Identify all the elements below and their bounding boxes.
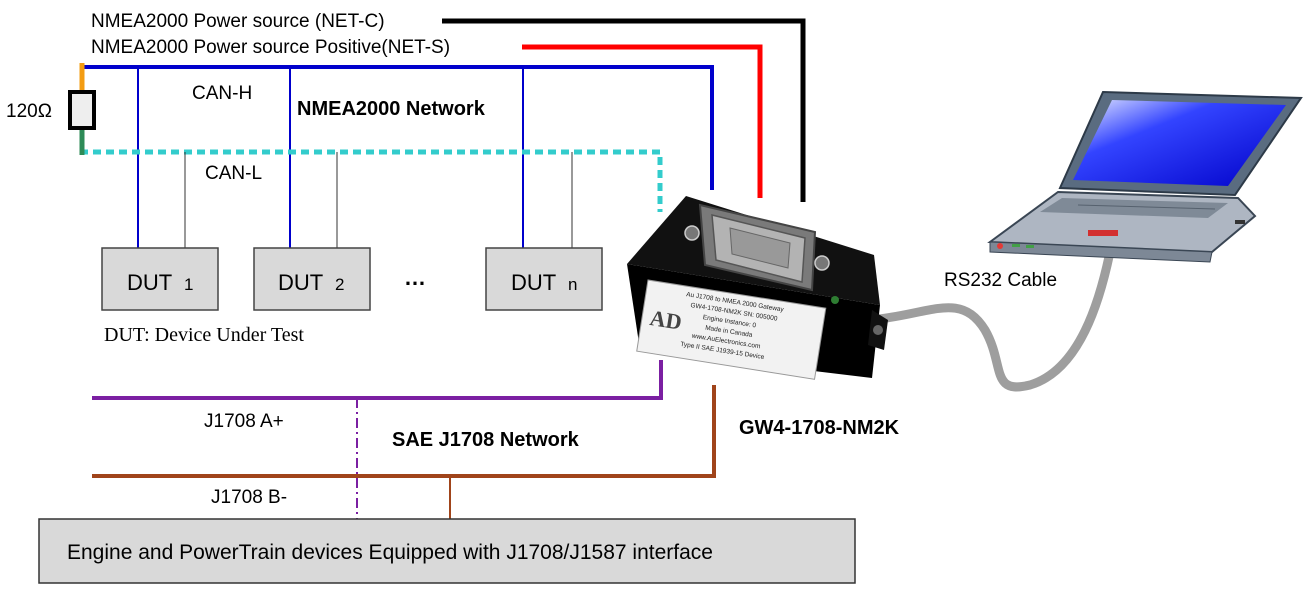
gateway-connector <box>698 203 817 292</box>
dut-box-2: DUT 2 <box>253 247 371 311</box>
net-c-wire <box>442 18 806 202</box>
can-h-label: CAN-H <box>192 83 252 104</box>
laptop-screen <box>1073 100 1286 186</box>
engine-devices-label: Engine and PowerTrain devices Equipped w… <box>67 541 713 564</box>
net-c-label: NMEA2000 Power source (NET-C) <box>91 11 385 32</box>
gateway-model-label: GW4-1708-NM2K <box>739 417 900 439</box>
gateway-logo: AD <box>648 305 683 335</box>
engine-devices-box: Engine and PowerTrain devices Equipped w… <box>38 518 856 584</box>
svg-text:DUT n: DUT n <box>511 270 577 295</box>
dut-n-label: DUT <box>511 270 556 295</box>
dut-legend: DUT: Device Under Test <box>104 324 304 346</box>
dut-1-label: DUT <box>127 270 172 295</box>
laptop-computer <box>987 90 1303 263</box>
rs232-label: RS232 Cable <box>944 270 1057 291</box>
svg-text:DUT 1: DUT 1 <box>127 270 193 295</box>
rs232-cable <box>865 247 1115 392</box>
dut-2-label: DUT <box>278 270 323 295</box>
can-h-wire <box>80 65 714 248</box>
can-l-wire <box>80 149 663 248</box>
dut-box-n: DUT n <box>485 247 603 311</box>
terminator-resistor <box>68 63 96 155</box>
j1708-network-label: SAE J1708 Network <box>392 429 580 451</box>
j1708-b-label: J1708 B- <box>211 487 287 508</box>
dut-ellipsis: … <box>404 265 426 290</box>
svg-text:DUT 2: DUT 2 <box>278 270 344 295</box>
gateway-device: AD Au J1708 to NMEA 2000 Gateway GW4-170… <box>627 196 888 380</box>
net-s-label: NMEA2000 Power source Positive(NET-S) <box>91 37 450 58</box>
j1708-a-label: J1708 A+ <box>204 411 284 432</box>
dut-box-1: DUT 1 <box>101 247 219 311</box>
net-s-wire <box>522 44 763 198</box>
terminator-label: 120Ω <box>6 101 52 122</box>
j1708-a-wire <box>92 360 663 519</box>
gateway-led <box>831 296 839 304</box>
dut-2-sub: 2 <box>335 275 344 294</box>
dut-1-sub: 1 <box>184 275 193 294</box>
can-l-label: CAN-L <box>205 163 262 184</box>
nmea2000-network-label: NMEA2000 Network <box>297 98 486 120</box>
gateway-label-sticker: AD Au J1708 to NMEA 2000 Gateway GW4-170… <box>636 279 827 380</box>
j1708-b-wire <box>92 385 716 519</box>
dut-n-sub: n <box>568 275 577 294</box>
